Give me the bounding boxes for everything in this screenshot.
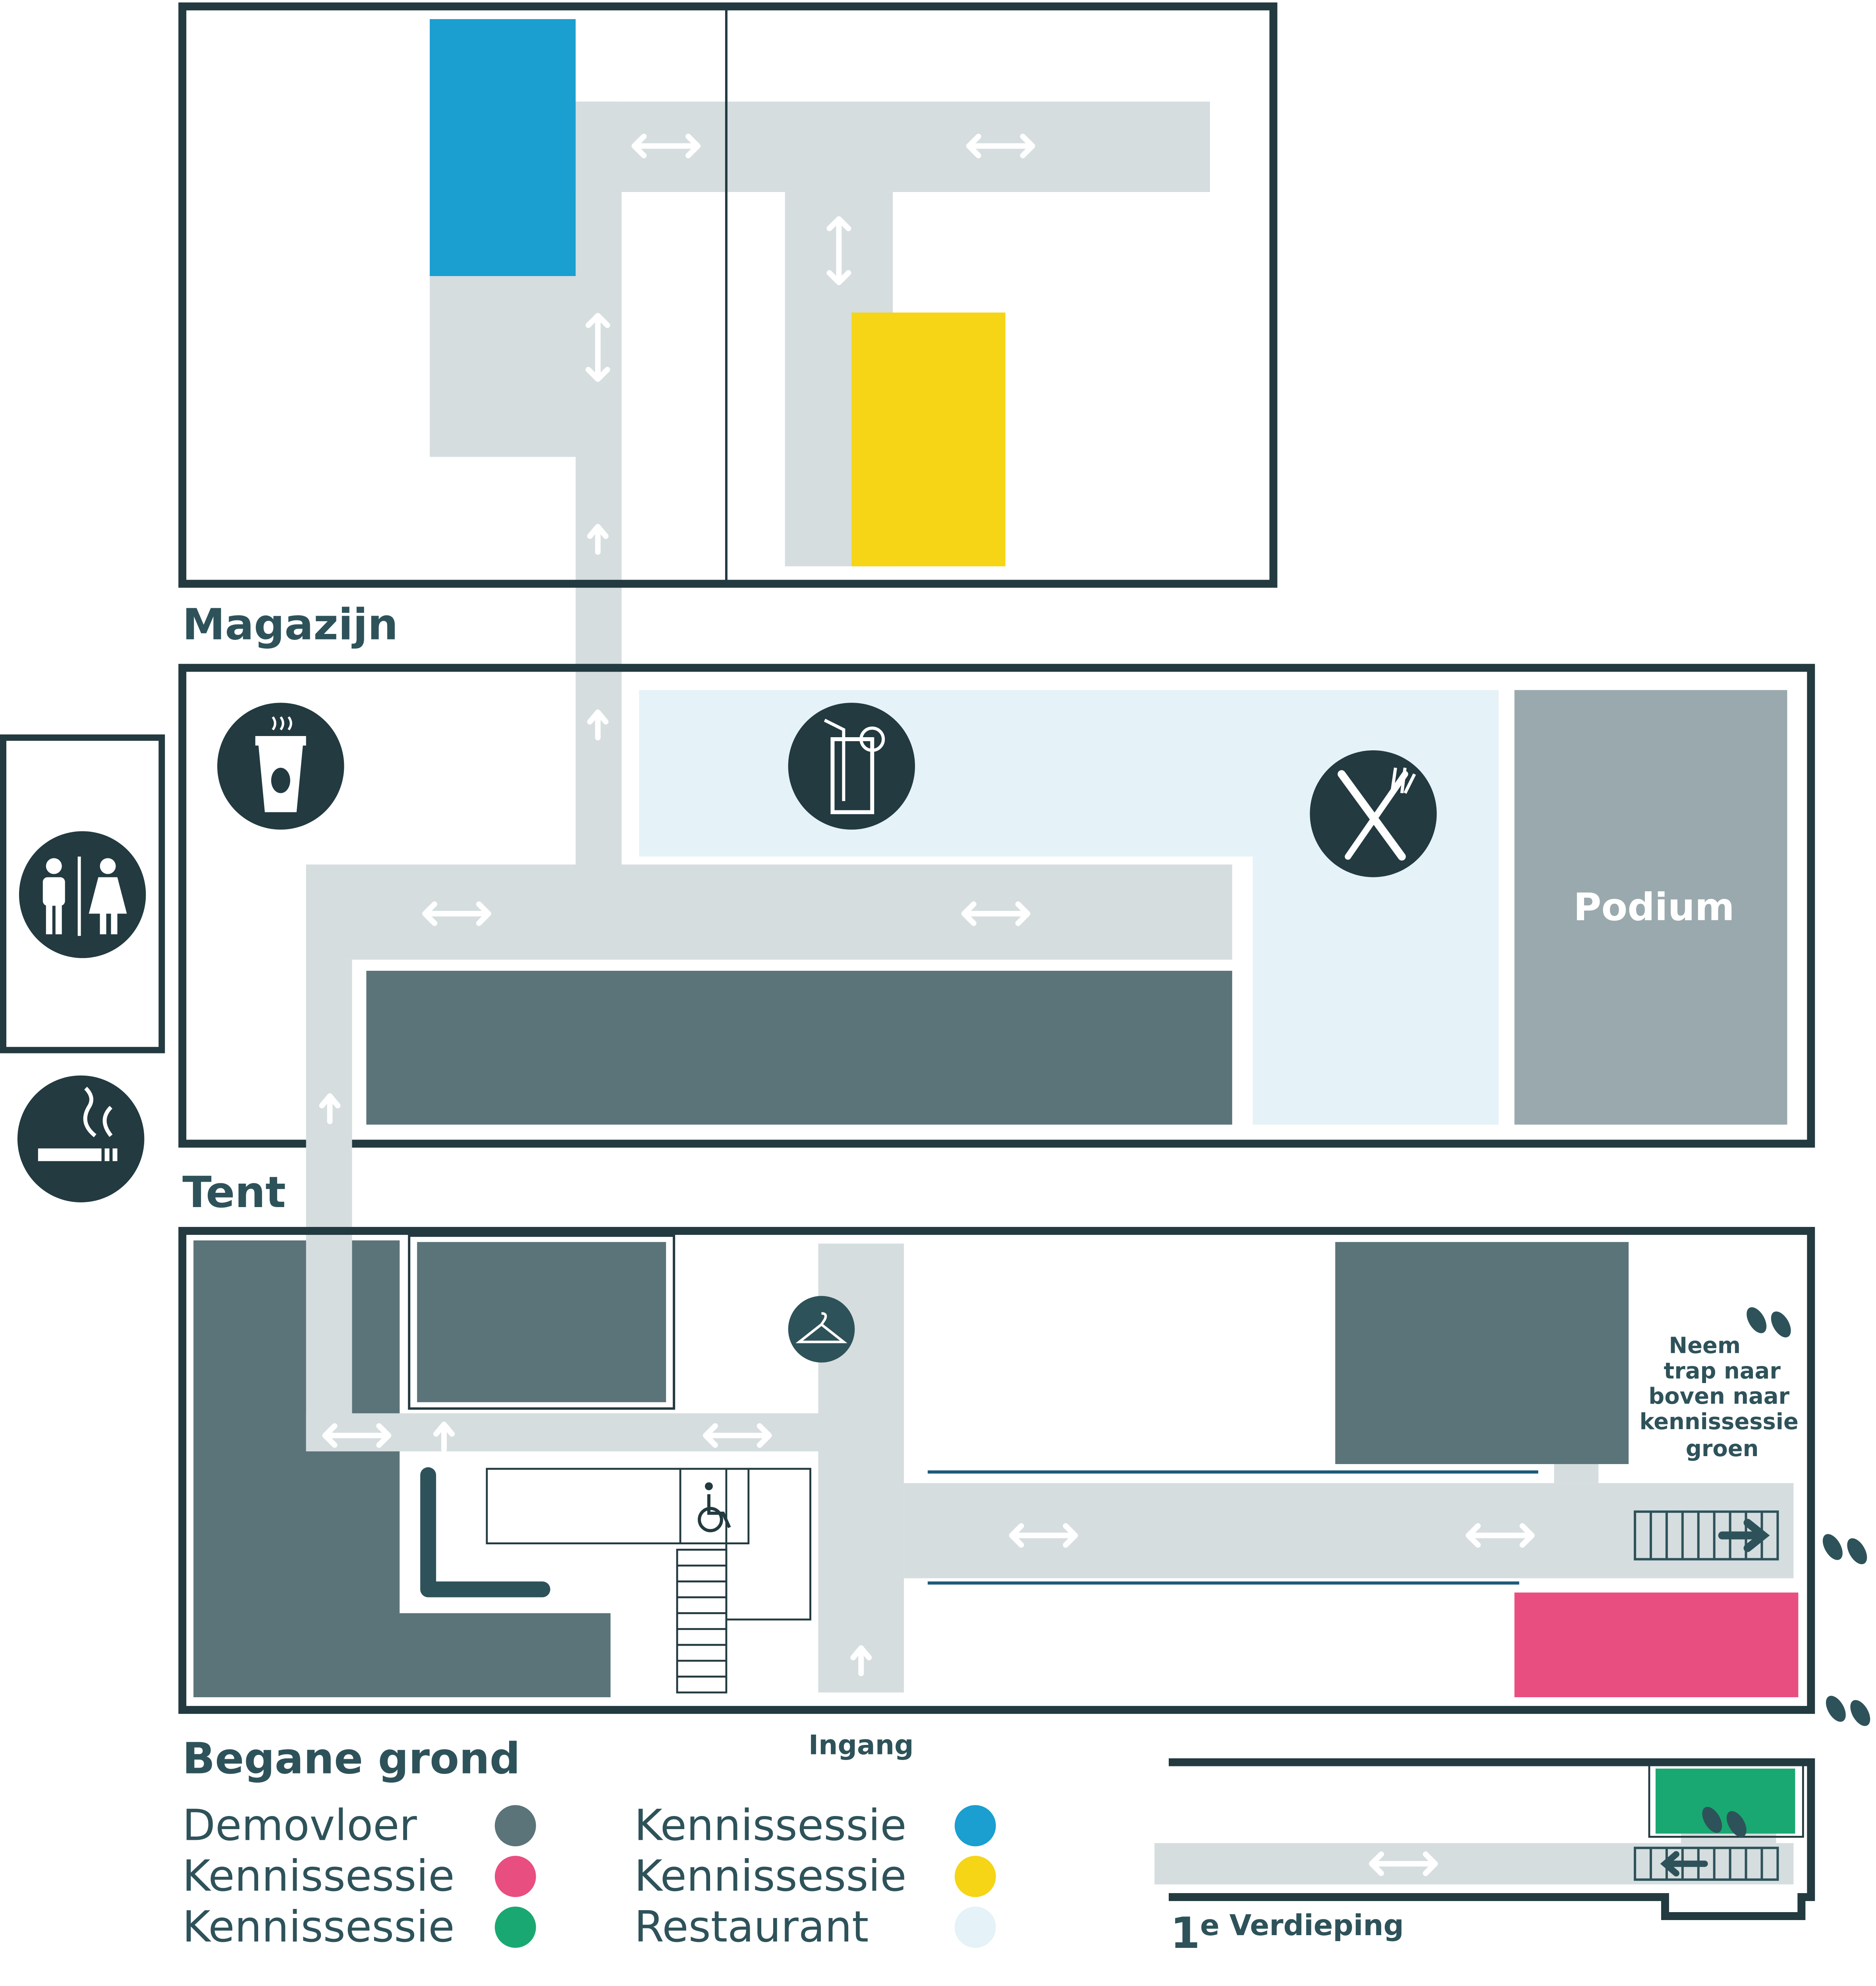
svg-text:Kennissessie: Kennissessie: [634, 1851, 906, 1901]
counter-outline: [486, 1468, 750, 1545]
verdieping-wall: [1169, 1758, 1815, 1920]
legend-item-kennissessie-yellow: Kennissessie: [634, 1851, 996, 1901]
tent-area: Podium Tent: [178, 664, 1815, 1217]
demovloer-zone[interactable]: [352, 1240, 400, 1414]
area-label-magazijn: Magazijn: [182, 600, 398, 649]
corridor: [306, 960, 352, 1452]
podium-label: Podium: [1573, 885, 1735, 929]
stairs-icon: [676, 1549, 728, 1694]
toilet-icon[interactable]: [19, 831, 146, 958]
note: Neem trap naar boven naar kennissessie g…: [1639, 1333, 1798, 1462]
note-line: boven naar: [1648, 1383, 1789, 1409]
verdieping-area: 1e Verdieping: [1154, 1758, 1815, 1958]
area-label-verdieping: 1e Verdieping: [1170, 1909, 1404, 1958]
legend-item-kennissessie-pink: Kennissessie: [182, 1851, 536, 1901]
smoking-icon[interactable]: [17, 1075, 145, 1203]
demovloer-zone[interactable]: [193, 1240, 611, 1697]
booth-outline: [408, 1234, 676, 1410]
toilet-wall: [0, 734, 165, 1053]
stairs-up-icon[interactable]: [1634, 1510, 1779, 1561]
coat-hanger-icon[interactable]: [788, 1296, 855, 1363]
svg-text:Kennissessie: Kennissessie: [182, 1851, 454, 1901]
legend-item-kennissessie-blue: Kennissessie: [634, 1801, 996, 1850]
footprints-icon: [1742, 1304, 1795, 1341]
svg-text:Kennissessie: Kennissessie: [182, 1902, 454, 1952]
room-outline: [725, 1468, 811, 1621]
kennissessie-blue-zone[interactable]: [430, 19, 576, 276]
kennissessie-yellow-zone[interactable]: [851, 312, 1006, 566]
demovloer-zone[interactable]: [417, 1242, 666, 1403]
corridor: [575, 101, 622, 865]
note-line: trap naar: [1664, 1358, 1781, 1384]
area-label-begane-grond: Begane grond: [182, 1734, 520, 1784]
legend-item-demovloer: Demovloer: [182, 1801, 536, 1850]
footprints-icon: [1818, 1530, 1871, 1568]
corridor: [904, 1483, 1794, 1578]
svg-text:Restaurant: Restaurant: [634, 1902, 869, 1952]
note-line: groen: [1686, 1436, 1759, 1462]
legend-item-kennissessie-green: Kennissessie: [182, 1902, 536, 1952]
corridor: [430, 276, 576, 457]
drink-icon[interactable]: [788, 703, 915, 830]
podium-zone[interactable]: [1514, 690, 1787, 1125]
begane-grond-wall: [178, 1227, 1815, 1714]
legend: Demovloer Kennissessie Kennissessie Kenn…: [182, 1801, 996, 1952]
demovloer-zone[interactable]: [1335, 1242, 1629, 1464]
corridor: [306, 1413, 818, 1452]
svg-text:Demovloer: Demovloer: [182, 1801, 417, 1850]
coffee-icon[interactable]: [217, 703, 344, 830]
begane-grond-area: Neem trap naar boven naar kennissessie g…: [178, 960, 1874, 1784]
magazijn-area: Magazijn: [178, 2, 1278, 865]
corridor: [1554, 1464, 1599, 1483]
area-label-tent: Tent: [182, 1168, 286, 1217]
kennissessie-green-zone[interactable]: [1655, 1768, 1795, 1834]
legend-item-restaurant: Restaurant: [634, 1902, 996, 1952]
entrance-label: Ingang: [809, 1730, 914, 1761]
kennissessie-pink-zone[interactable]: [1514, 1592, 1799, 1697]
stairs-down-icon[interactable]: [1634, 1847, 1779, 1881]
toilet-area: [0, 734, 165, 1053]
footprints-icon: [1822, 1692, 1874, 1729]
wheelchair-icon: [698, 1482, 731, 1532]
counter: [420, 1467, 550, 1598]
tent-wall: [178, 664, 1815, 1148]
corridor: [1681, 1833, 1776, 1843]
note-line: Neem: [1669, 1333, 1741, 1358]
cutlery-icon[interactable]: [1310, 750, 1437, 877]
demovloer-zone[interactable]: [366, 971, 1232, 1125]
magazijn-wall: [178, 2, 1278, 588]
note-line: kennissessie: [1639, 1409, 1798, 1435]
svg-text:Kennissessie: Kennissessie: [634, 1801, 906, 1850]
